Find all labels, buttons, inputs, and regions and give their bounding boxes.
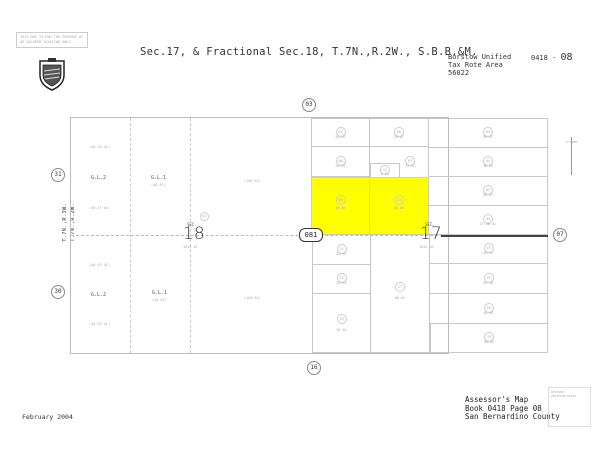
section-area: 1642 AC bbox=[183, 245, 198, 249]
adjacent-page-north[interactable]: 03 bbox=[302, 98, 316, 112]
acreage-note: (40.49 AC) bbox=[89, 263, 111, 267]
parcel[interactable]: 05 40 AC bbox=[428, 118, 548, 148]
section-prefix: SEC. bbox=[425, 222, 435, 227]
disclaimer-box: THIS MAP IS FOR THE PURPOSE OF AD VALORE… bbox=[16, 32, 88, 48]
section-area: 1642 AC bbox=[419, 245, 434, 249]
parcel[interactable]: 03 37.50 AC bbox=[428, 205, 548, 235]
section-number: 18 bbox=[183, 224, 205, 244]
parcel[interactable]: 17 80 AC bbox=[370, 234, 430, 353]
section-number: 17 bbox=[420, 224, 442, 244]
parcel[interactable]: 10 40 AC bbox=[312, 293, 371, 353]
map-date: February 2004 bbox=[22, 413, 73, 421]
map-book: 0418 - bbox=[531, 54, 557, 62]
parcel[interactable]: 19 40 AC bbox=[430, 323, 548, 353]
acreage-note: (160 AC) bbox=[244, 296, 261, 300]
acreage-note: (40.23 AC) bbox=[89, 145, 111, 149]
adjacent-page-south[interactable]: 16 bbox=[307, 361, 321, 375]
gov-lot-label: G.L.2 bbox=[91, 292, 107, 298]
acreage-note: (40.47 AC) bbox=[89, 206, 111, 210]
parcel[interactable]: 06 20 AC bbox=[369, 118, 429, 147]
map-page: 08 bbox=[560, 52, 573, 63]
parcel[interactable]: 15 20 AC bbox=[312, 264, 371, 294]
gov-lot-label: G.L.2 bbox=[91, 175, 107, 181]
acreage-note: (40.26 AC) bbox=[89, 322, 111, 326]
township-label-west: T.7N.,R.3W. bbox=[62, 203, 68, 242]
road-label[interactable]: 081 bbox=[299, 228, 323, 242]
scale-label: 1"=800' bbox=[566, 140, 579, 144]
parcel[interactable]: 16 40 AC bbox=[429, 263, 548, 294]
county-seal-icon bbox=[39, 58, 65, 91]
section-prefix: SEC. bbox=[187, 222, 197, 227]
parcel-highlighted[interactable]: 09 40 AC bbox=[311, 177, 370, 235]
map-number: 0418 - 08 bbox=[531, 52, 573, 63]
parcel[interactable]: 08 20 AC bbox=[311, 146, 370, 177]
quarter-section-line bbox=[71, 235, 448, 236]
map-frame: G.L.2 G.L.1 (40 AC) G.L.2 G.L.1 (40 AC) … bbox=[70, 117, 548, 354]
gov-lot-label: G.L.1 bbox=[151, 175, 167, 181]
adjacent-page-west-upper[interactable]: 31 bbox=[51, 168, 65, 182]
adjacent-page-west-lower[interactable]: 30 bbox=[51, 285, 65, 299]
parcel[interactable]: 04 40 AC bbox=[428, 147, 548, 177]
adjacent-page-east[interactable]: 07 bbox=[553, 228, 567, 242]
assessor-map-title: Assessor's Map Book 0418 Page 08 San Ber… bbox=[465, 395, 560, 421]
revision-stamp: REVISED REVISION DATES bbox=[548, 387, 591, 427]
parcel-number[interactable]: 01 bbox=[200, 212, 209, 221]
parcel[interactable]: 01 20 AC bbox=[311, 118, 370, 147]
acreage-note: (160 AC) bbox=[244, 179, 261, 183]
scale-bar bbox=[571, 137, 572, 175]
tax-rate-area: Borstow Unified Tax Rote Area 56022 bbox=[448, 53, 512, 77]
gov-lot-note: (40 AC) bbox=[152, 298, 167, 302]
gov-lot-note: (40 AC) bbox=[151, 183, 166, 187]
parcel[interactable]: 13 40 AC bbox=[429, 234, 548, 264]
parcel[interactable]: 07 15 AC bbox=[369, 146, 429, 177]
road-line bbox=[441, 235, 548, 237]
gov-lot-label: G.L.1 bbox=[152, 290, 168, 296]
map-title: Sec.17, & Fractional Sec.18, T.7N.,R.2W.… bbox=[140, 46, 478, 58]
parcel[interactable]: 18 40 AC bbox=[429, 293, 548, 324]
parcel[interactable]: 02 40 AC bbox=[428, 176, 548, 206]
